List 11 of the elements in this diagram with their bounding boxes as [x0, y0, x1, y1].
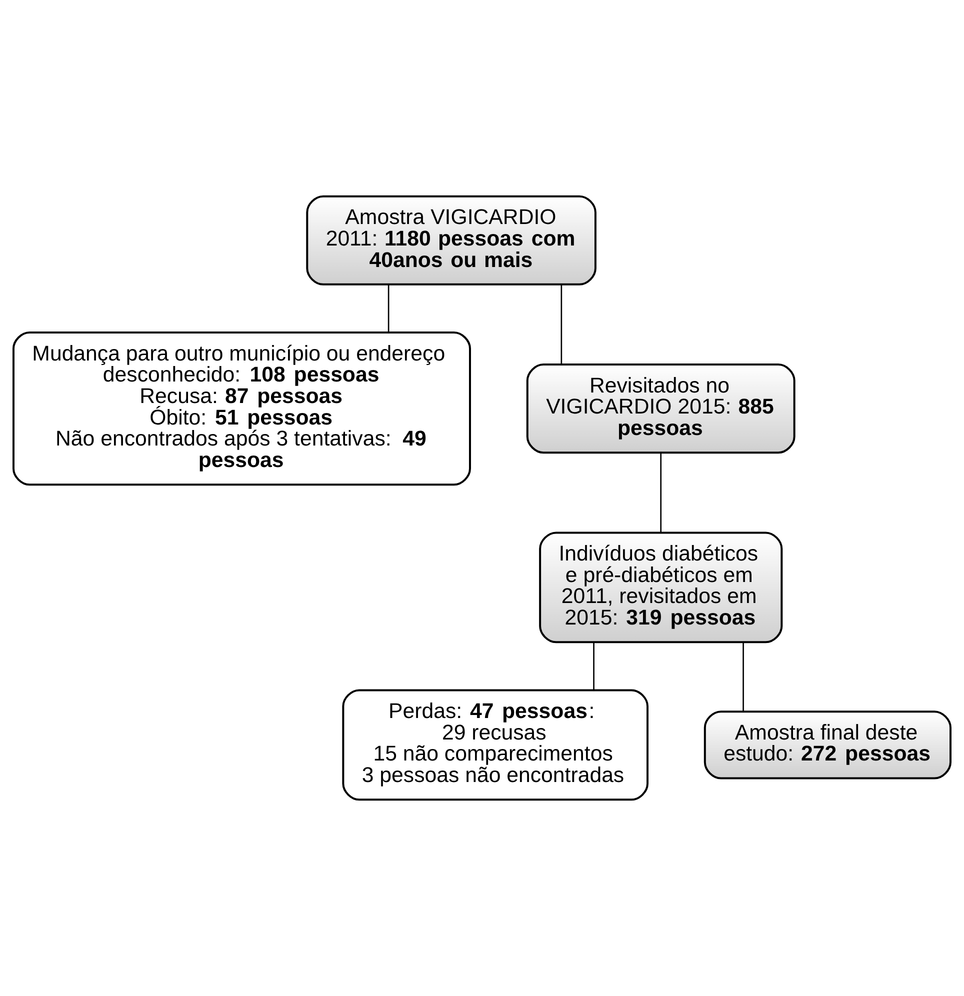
connector — [593, 642, 594, 690]
connector — [560, 284, 562, 364]
node-box: Mudança para outro município ou endereço desconhecido: 108 pessoas Recusa: 87 pessoas Óbito: 51 pessoas Não encontrados após 3 tentativas: 49 pessoas — [12, 331, 471, 486]
node-box: Indivíduos diabéticos e pré-diabéticos em 2011, revisitados em 2015: 319 pessoas — [539, 532, 783, 644]
connector — [388, 284, 390, 332]
node-box: Revisitados no VIGICARDIO 2015: 885 pessoas — [526, 364, 796, 454]
node-box: Perdas: 47 pessoas: 29 recusas 15 não comparecimentos 3 pessoas não encontradas — [342, 689, 649, 801]
node-box: Amostra VIGICARDIO 2011: 1180 pessoas com 40anos ou mais — [306, 195, 596, 286]
node-box: Amostra final deste estudo: 272 pessoas — [704, 710, 952, 780]
connector — [742, 642, 744, 712]
connector — [660, 452, 662, 532]
